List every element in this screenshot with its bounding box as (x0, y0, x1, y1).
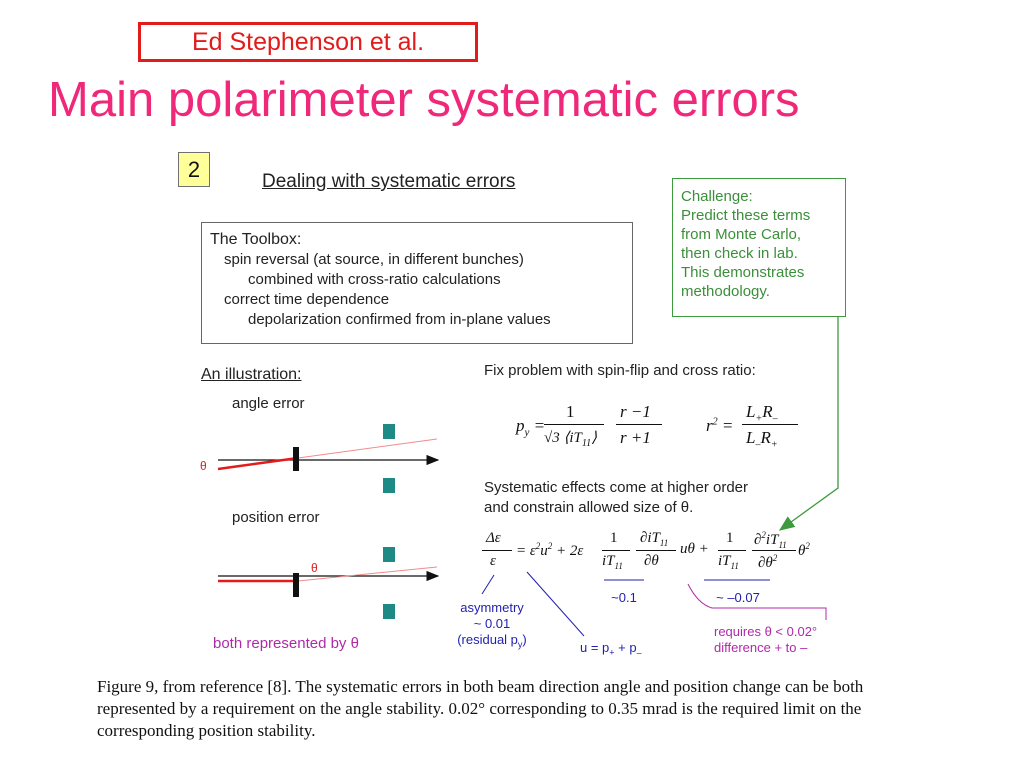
u-def-text: u = p (580, 640, 610, 655)
challenge-line: Predict these terms (681, 207, 811, 224)
theta-label-position: θ (311, 561, 318, 575)
page-title: Main polarimeter systematic errors (48, 73, 800, 127)
asymmetry-annotation: asymmetry ~ 0.01 (residual py) (452, 600, 532, 653)
requires-line: requires θ < 0.02° (714, 624, 818, 639)
systematic-line: Systematic effects come at higher order (484, 479, 749, 496)
systematic-text: Systematic effects come at higher order … (484, 478, 748, 518)
residual-text: (residual p (457, 632, 518, 647)
illustration-heading: An illustration: (201, 366, 302, 383)
challenge-line: methodology. (681, 283, 770, 300)
u-def-sub: + (609, 647, 615, 658)
section-heading: Dealing with systematic errors (262, 171, 516, 192)
challenge-line: then check in lab. (681, 245, 798, 262)
u-def-mid: + p (614, 640, 637, 655)
toolbox-line: correct time dependence (224, 291, 390, 308)
both-represented-label: both represented by θ (213, 635, 359, 652)
toolbox-line: combined with cross-ratio calculations (248, 271, 501, 288)
delta-epsilon-equation: Δε ε = ε2u2 + 2ε 1 iT11 ∂iT11 ∂θ uθ + 1 … (482, 530, 812, 580)
systematic-line: and constrain allowed size of θ. (484, 499, 694, 516)
detector-lower-angle (383, 478, 395, 493)
beam-position-extension (297, 566, 438, 582)
polarimeter-target-position (293, 573, 299, 597)
requires-line: difference + to – (714, 640, 808, 655)
angle-error-label: angle error (232, 395, 305, 412)
detector-upper-position (383, 547, 395, 562)
fix-problem-text: Fix problem with spin-flip and cross rat… (484, 362, 756, 379)
beam-angle-extension (297, 438, 438, 459)
figure-caption: Figure 9, from reference [8]. The system… (97, 677, 864, 740)
slide-number: 2 (178, 152, 210, 187)
polarimeter-target-angle (293, 447, 299, 471)
toolbox-line: spin reversal (at source, in different b… (224, 251, 524, 268)
requires-annotation: requires θ < 0.02° difference + to – (714, 624, 817, 656)
py-equation: py = 1 √3 ⟨iT11⟩ r −1 r +1 r2 = L+R– L–R… (516, 402, 816, 458)
u-definition: u = p+ + p– (580, 640, 642, 661)
asymmetry-pointer (481, 574, 495, 595)
challenge-arrow (778, 317, 839, 531)
challenge-box: Challenge: Predict these terms from Mont… (672, 178, 846, 317)
detector-upper-angle (383, 424, 395, 439)
challenge-line: Challenge: (681, 188, 753, 205)
requires-pointer (687, 583, 827, 620)
challenge-line: This demonstrates (681, 264, 805, 281)
author-label: Ed Stephenson et al. (191, 28, 425, 56)
theta-label-angle: θ (200, 459, 207, 473)
toolbox-line: depolarization confirmed from in-plane v… (248, 311, 551, 328)
position-error-label: position error (232, 509, 320, 526)
u-def-sub: – (636, 647, 642, 658)
asymmetry-label: asymmetry (460, 600, 524, 615)
challenge-line: from Monte Carlo, (681, 226, 802, 243)
residual-sub: y (517, 639, 523, 650)
toolbox-box: The Toolbox: spin reversal (at source, i… (201, 222, 633, 344)
residual-close: ) (522, 632, 527, 647)
detector-lower-position (383, 604, 395, 619)
u-pointer (526, 571, 585, 637)
approx2-label: ~ –0.07 (716, 590, 760, 605)
beam-angle-error (217, 456, 299, 471)
residual-label: (residual py) (452, 632, 532, 653)
asymmetry-value: ~ 0.01 (473, 616, 511, 631)
approx1-label: ~0.1 (611, 590, 637, 605)
author-box: Ed Stephenson et al. (138, 22, 478, 62)
toolbox-title: The Toolbox: (210, 231, 302, 248)
